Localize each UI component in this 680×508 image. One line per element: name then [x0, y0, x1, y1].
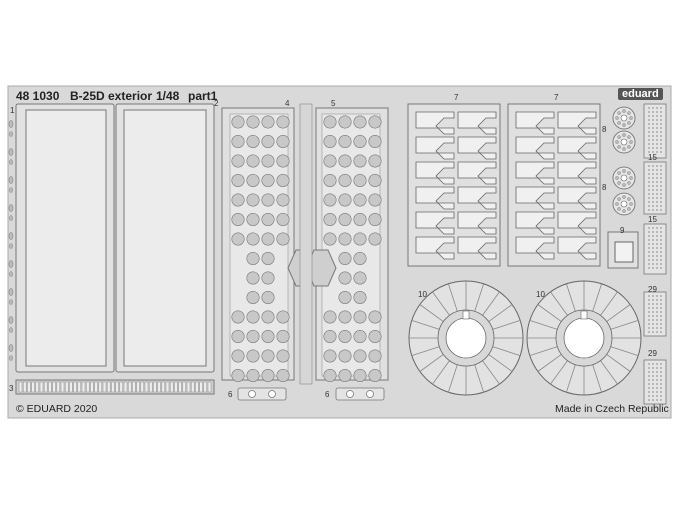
divider-bar	[299, 103, 313, 385]
part-8-rosettes	[612, 106, 636, 216]
label-8b: 8	[602, 183, 607, 192]
label-1: 1	[10, 106, 15, 115]
perforation-holes	[231, 115, 382, 382]
fret-title: B-25D exterior	[70, 89, 153, 103]
label-2: 2	[214, 99, 219, 108]
copyright: © EDUARD 2020	[16, 403, 98, 415]
label-5: 5	[331, 99, 336, 108]
label-29a: 29	[648, 285, 657, 294]
eduard-logo: eduard	[618, 88, 663, 100]
label-7b: 7	[554, 93, 559, 102]
part-10-discs	[408, 280, 642, 396]
label-4: 4	[285, 99, 290, 108]
part-6-clips	[237, 387, 385, 401]
part-3-strip	[15, 379, 215, 395]
dotted-strips	[643, 103, 667, 405]
fret-part: part1	[188, 89, 218, 103]
label-8a: 8	[602, 125, 607, 134]
label-10a: 10	[418, 290, 427, 299]
clamp-shapes	[415, 111, 597, 260]
origin: Made in Czech Republic	[555, 403, 669, 415]
part-9-bracket	[607, 231, 639, 269]
label-7a: 7	[454, 93, 459, 102]
label-29b: 29	[648, 349, 657, 358]
label-15b: 15	[648, 215, 657, 224]
fret-number: 48 1030	[16, 89, 60, 103]
label-6b: 6	[325, 390, 330, 399]
label-6a: 6	[228, 390, 233, 399]
label-3: 3	[9, 384, 14, 393]
label-15a: 15	[648, 153, 657, 162]
part-1-panels	[15, 103, 215, 373]
rivet-strip-left	[8, 120, 14, 361]
fret-scale: 1/48	[156, 89, 180, 103]
label-9: 9	[620, 226, 625, 235]
label-10b: 10	[536, 290, 545, 299]
